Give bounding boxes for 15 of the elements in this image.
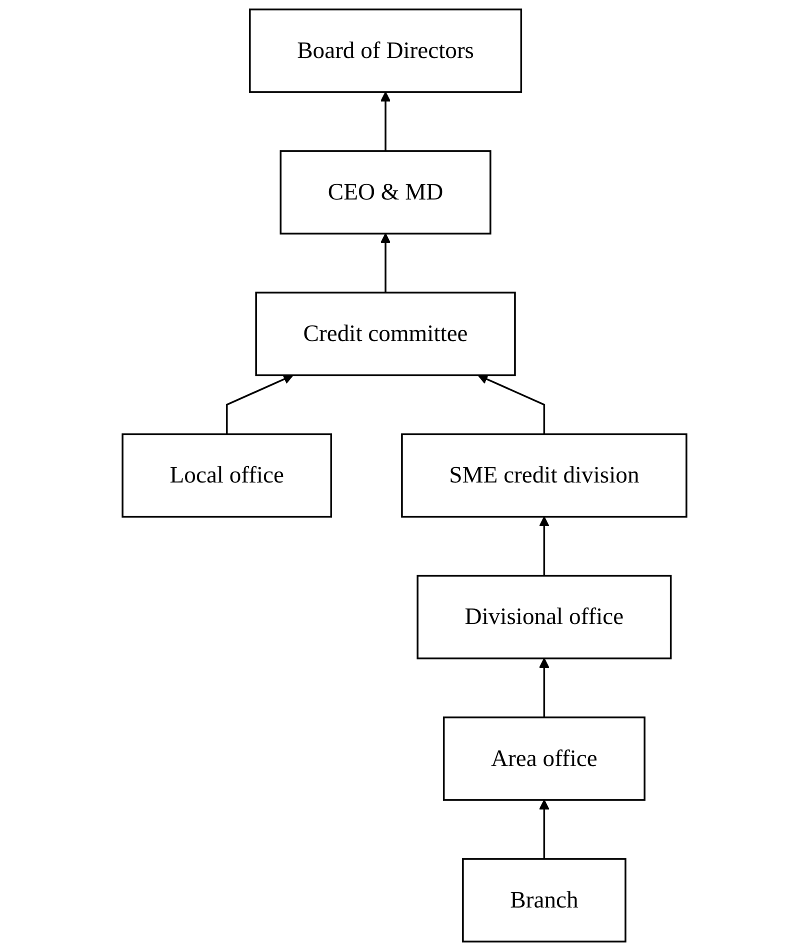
arrow	[539, 658, 550, 718]
arrow	[478, 374, 546, 434]
node-box: Divisional office	[416, 574, 672, 660]
node-box: SME credit division	[401, 433, 688, 518]
arrow	[380, 233, 391, 293]
node-box: Branch	[462, 858, 626, 942]
arrow	[539, 800, 550, 859]
node-box: CEO & MD	[280, 150, 492, 234]
node-box: Area office	[442, 716, 646, 801]
node-box: Local office	[122, 433, 332, 518]
arrow	[380, 92, 391, 152]
node-box: Board of Directors	[248, 8, 522, 93]
arrow	[539, 516, 550, 576]
node-box: Credit committee	[255, 292, 516, 376]
arrow	[226, 374, 294, 434]
